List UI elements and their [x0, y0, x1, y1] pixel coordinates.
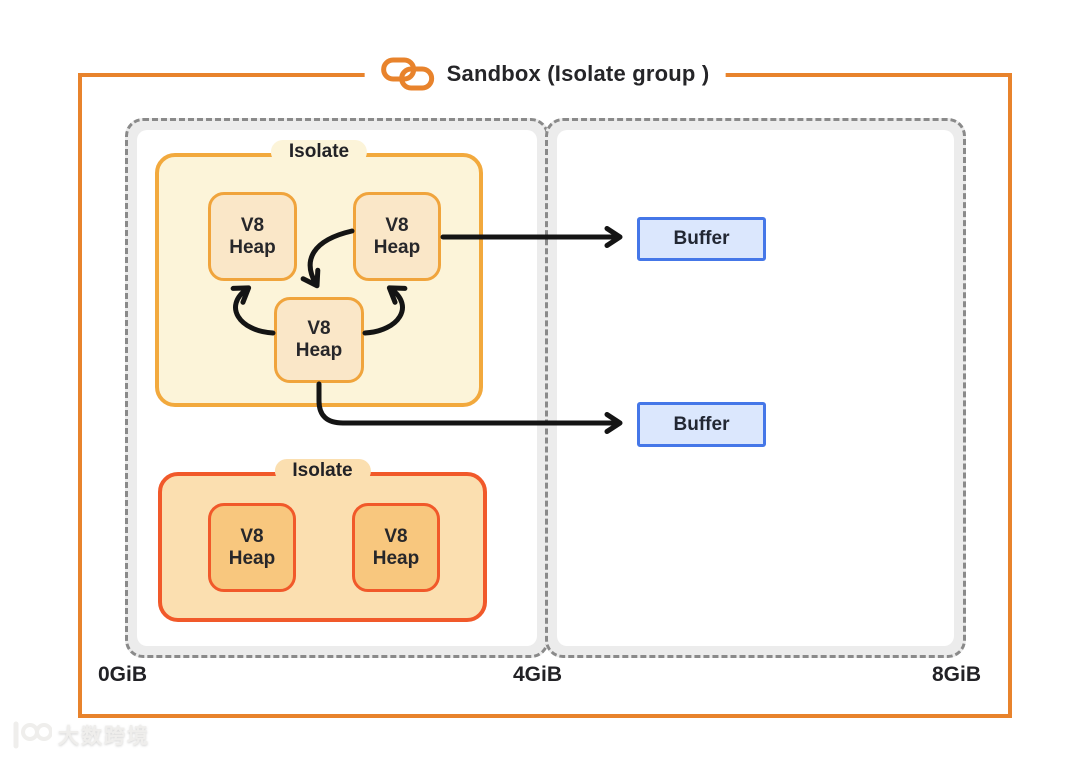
isolate-2-label: Isolate: [274, 459, 371, 483]
v8-heap-2-label: V8 Heap: [373, 214, 421, 258]
v8-heap-box-4: V8 Heap: [208, 503, 296, 592]
buffer-box-1: Buffer: [637, 217, 766, 261]
v8-heap-box-3: V8 Heap: [274, 297, 364, 383]
buffer-2-label: Buffer: [673, 413, 730, 435]
axis-label-8gib: 8GiB: [932, 663, 982, 686]
sandbox-title: Sandbox (Isolate group ): [364, 55, 726, 93]
axis-label-0gib: 0GiB: [98, 663, 148, 686]
watermark: 大数跨境: [8, 720, 150, 750]
sandbox-title-label: Sandbox (Isolate group ): [446, 61, 710, 86]
v8-heap-3-label: V8 Heap: [295, 318, 343, 361]
v8-heap-4-label: V8 Heap: [228, 525, 276, 569]
v8-heap-1-label: V8 Heap: [229, 214, 276, 258]
buffer-1-label: Buffer: [673, 228, 730, 249]
memory-region-high-inner: [557, 130, 954, 646]
v8-heap-box-5: V8 Heap: [352, 503, 440, 592]
chain-link-icon: [381, 57, 435, 91]
watermark-logo-icon: [8, 720, 52, 750]
v8-heap-box-2: V8 Heap: [353, 192, 441, 281]
watermark-text: 大数跨境: [58, 725, 150, 748]
axis-label-4gib: 4GiB: [513, 663, 563, 686]
buffer-box-2: Buffer: [637, 402, 766, 447]
memory-region-high: [545, 118, 966, 658]
v8-heap-box-1: V8 Heap: [208, 192, 297, 281]
isolate-1-label: Isolate: [270, 140, 368, 164]
v8-heap-5-label: V8 Heap: [372, 525, 420, 569]
